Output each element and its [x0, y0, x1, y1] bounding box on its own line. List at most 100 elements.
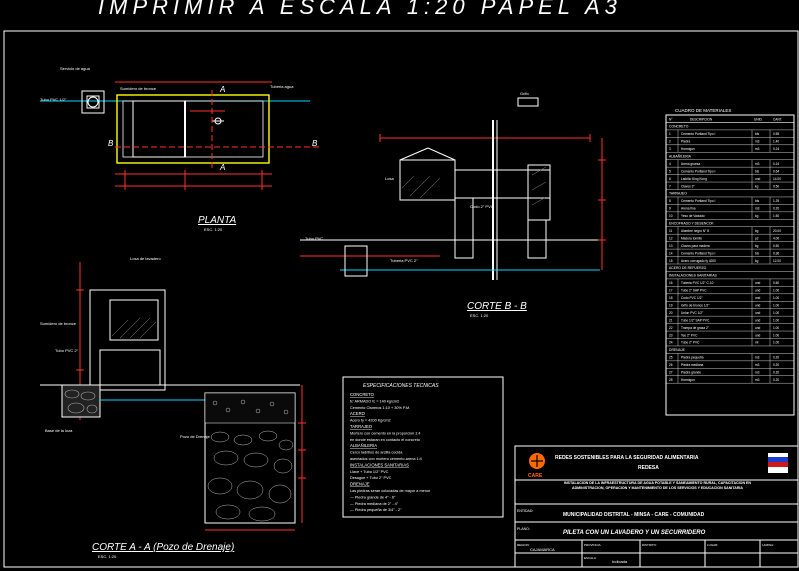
specs-line: DRENAJE [350, 482, 370, 487]
table-cell: bls [755, 251, 759, 255]
table-cell: Piedra mediana [681, 363, 704, 367]
table-cell: 2 [669, 140, 671, 144]
table-cell: und [755, 326, 761, 330]
table-cell: kg [755, 244, 759, 248]
svg-text:Tubo PVC 2": Tubo PVC 2" [55, 348, 79, 353]
sheet-label: LAMINA: [762, 543, 774, 547]
table-section-row: ALBAÑILERIA [669, 153, 692, 158]
table-cell: 12.00 [773, 259, 781, 263]
table-cell: 0.24 [773, 147, 779, 151]
section-bb-view: Losa Codo 2" PVC Tubo PVC Tuberia PVC 2"… [300, 91, 606, 280]
table-cell: 1.29 [773, 199, 779, 203]
district-label: DISTRITO: [642, 543, 657, 547]
table-cell: Piedra grande [681, 371, 701, 375]
specs-box [342, 376, 504, 518]
specs-line: Las piedras seran colocadas de mayor a m… [350, 489, 431, 493]
table-cell: 6 [669, 177, 671, 181]
table-cell: 28 [669, 378, 673, 382]
table-cell: und [755, 311, 761, 315]
table-cell: 0.20 [773, 378, 779, 382]
table-cell: kg [755, 184, 759, 188]
table-cell: Tubo 2" PVC [681, 341, 700, 345]
table-cell: 15 [669, 259, 673, 263]
table-cell: 0.64 [773, 169, 779, 173]
specs-line: CONCRETO [350, 392, 375, 397]
table-cell: Tee 2" PVC [681, 333, 698, 337]
table-cell: 21 [669, 318, 673, 322]
plan-name-label: PLANO: [517, 527, 530, 531]
table-cell: Tubo 1/2" SAP PVC [681, 318, 710, 322]
table-cell: 27 [669, 371, 673, 375]
table-cell: m3 [755, 356, 760, 360]
table-cell: 0.55 [773, 132, 779, 136]
region-value: CAJAMARCA [530, 547, 555, 552]
specs-line: — Piedra grande de 4" - 6" [350, 495, 396, 499]
table-cell: Cemento Portland Tipo I [681, 251, 715, 255]
table-cell: und [755, 296, 761, 300]
table-header-cell: DESCRIPCION [690, 117, 713, 121]
table-cell: 1.00 [773, 341, 779, 345]
svg-text:Tubo PVC 1/2": Tubo PVC 1/2" [40, 97, 67, 102]
specs-line: Cerco ladrillos de arcilla cocida [350, 451, 403, 455]
specs-line: ALBAÑILERIA [350, 443, 377, 448]
specs-line: Acero fy = 4200 Kg/cm2 [350, 419, 391, 423]
svg-text:Servicio de agua: Servicio de agua [60, 66, 91, 71]
table-cell: bls [755, 199, 759, 203]
table-cell: m3 [755, 162, 760, 166]
table-cell: Piedra pequeña [681, 356, 704, 360]
table-cell: 14.00 [773, 177, 781, 181]
table-cell: 0.20 [773, 371, 779, 375]
table-cell: Madera tornillo [681, 236, 702, 240]
table-cell: 0.24 [773, 162, 779, 166]
place-value: Indicada [612, 559, 628, 564]
table-cell: 1.40 [773, 140, 779, 144]
table-cell: m3 [755, 147, 760, 151]
table-cell: 1.00 [773, 333, 779, 337]
table-cell: und [755, 303, 761, 307]
table-cell: 23 [669, 333, 673, 337]
table-cell: und [755, 333, 761, 337]
table-cell: 20.00 [773, 229, 781, 233]
svg-text:Pozo de Drenaje: Pozo de Drenaje [180, 434, 211, 439]
table-cell: 7 [669, 184, 671, 188]
specs-line: Llave + Tubo 1/2" PVC [350, 470, 389, 474]
specs-line: — Piedra pequeña de 3/4" - 2" [350, 508, 402, 512]
table-cell: 3 [669, 147, 671, 151]
svg-text:Grifo: Grifo [520, 91, 529, 96]
table-cell: 20 [669, 311, 673, 315]
table-cell: 18 [669, 296, 673, 300]
section-bb-scale: ESC. 1:20 [470, 313, 489, 318]
plan-name-value: PILETA CON UN LAVADERO Y UN SECURRIDERO [563, 530, 706, 536]
table-cell: 9 [669, 207, 671, 211]
section-aa-scale: ESC. 1:20 [98, 554, 117, 559]
table-cell: Yeso de Vaciado [681, 214, 705, 218]
table-cell: kg [755, 259, 759, 263]
table-cell: 24 [669, 341, 673, 345]
table-cell: bls [755, 169, 759, 173]
table-cell: 1 [669, 132, 671, 136]
table-cell: Tuberia PVC 1/2" C-10 [681, 281, 714, 285]
plan-label: PLANTA [198, 215, 236, 226]
materials-heading: CUADRO DE MATERIALES [675, 108, 731, 113]
table-cell: 17 [669, 289, 673, 293]
table-cell: 11 [669, 229, 673, 233]
drawing-frame [3, 30, 799, 568]
table-cell: 1.50 [773, 214, 779, 218]
specs-line: en donde estaran en contacto el concreto [350, 438, 420, 442]
table-cell: Trampa de grasa 2" [681, 326, 709, 330]
table-cell: Cemento Portland Tipo I [681, 132, 715, 136]
table-cell: 1.00 [773, 289, 779, 293]
table-cell: m3 [755, 363, 760, 367]
table-cell: m3 [755, 371, 760, 375]
table-section-row: INSTALACIONES SANITARIAS [669, 274, 717, 278]
table-section-row: CONCRETO [669, 125, 689, 129]
table-cell: Piedra [681, 140, 690, 144]
table-cell: p2 [755, 236, 759, 240]
specs-line: ACERO [350, 411, 366, 416]
section-aa-label: CORTE A - A (Pozo de Drenaje) [92, 542, 234, 553]
svg-text:A: A [219, 85, 225, 94]
table-section-row: TARRAJEO [669, 192, 687, 196]
table-cell: 12 [669, 236, 673, 240]
